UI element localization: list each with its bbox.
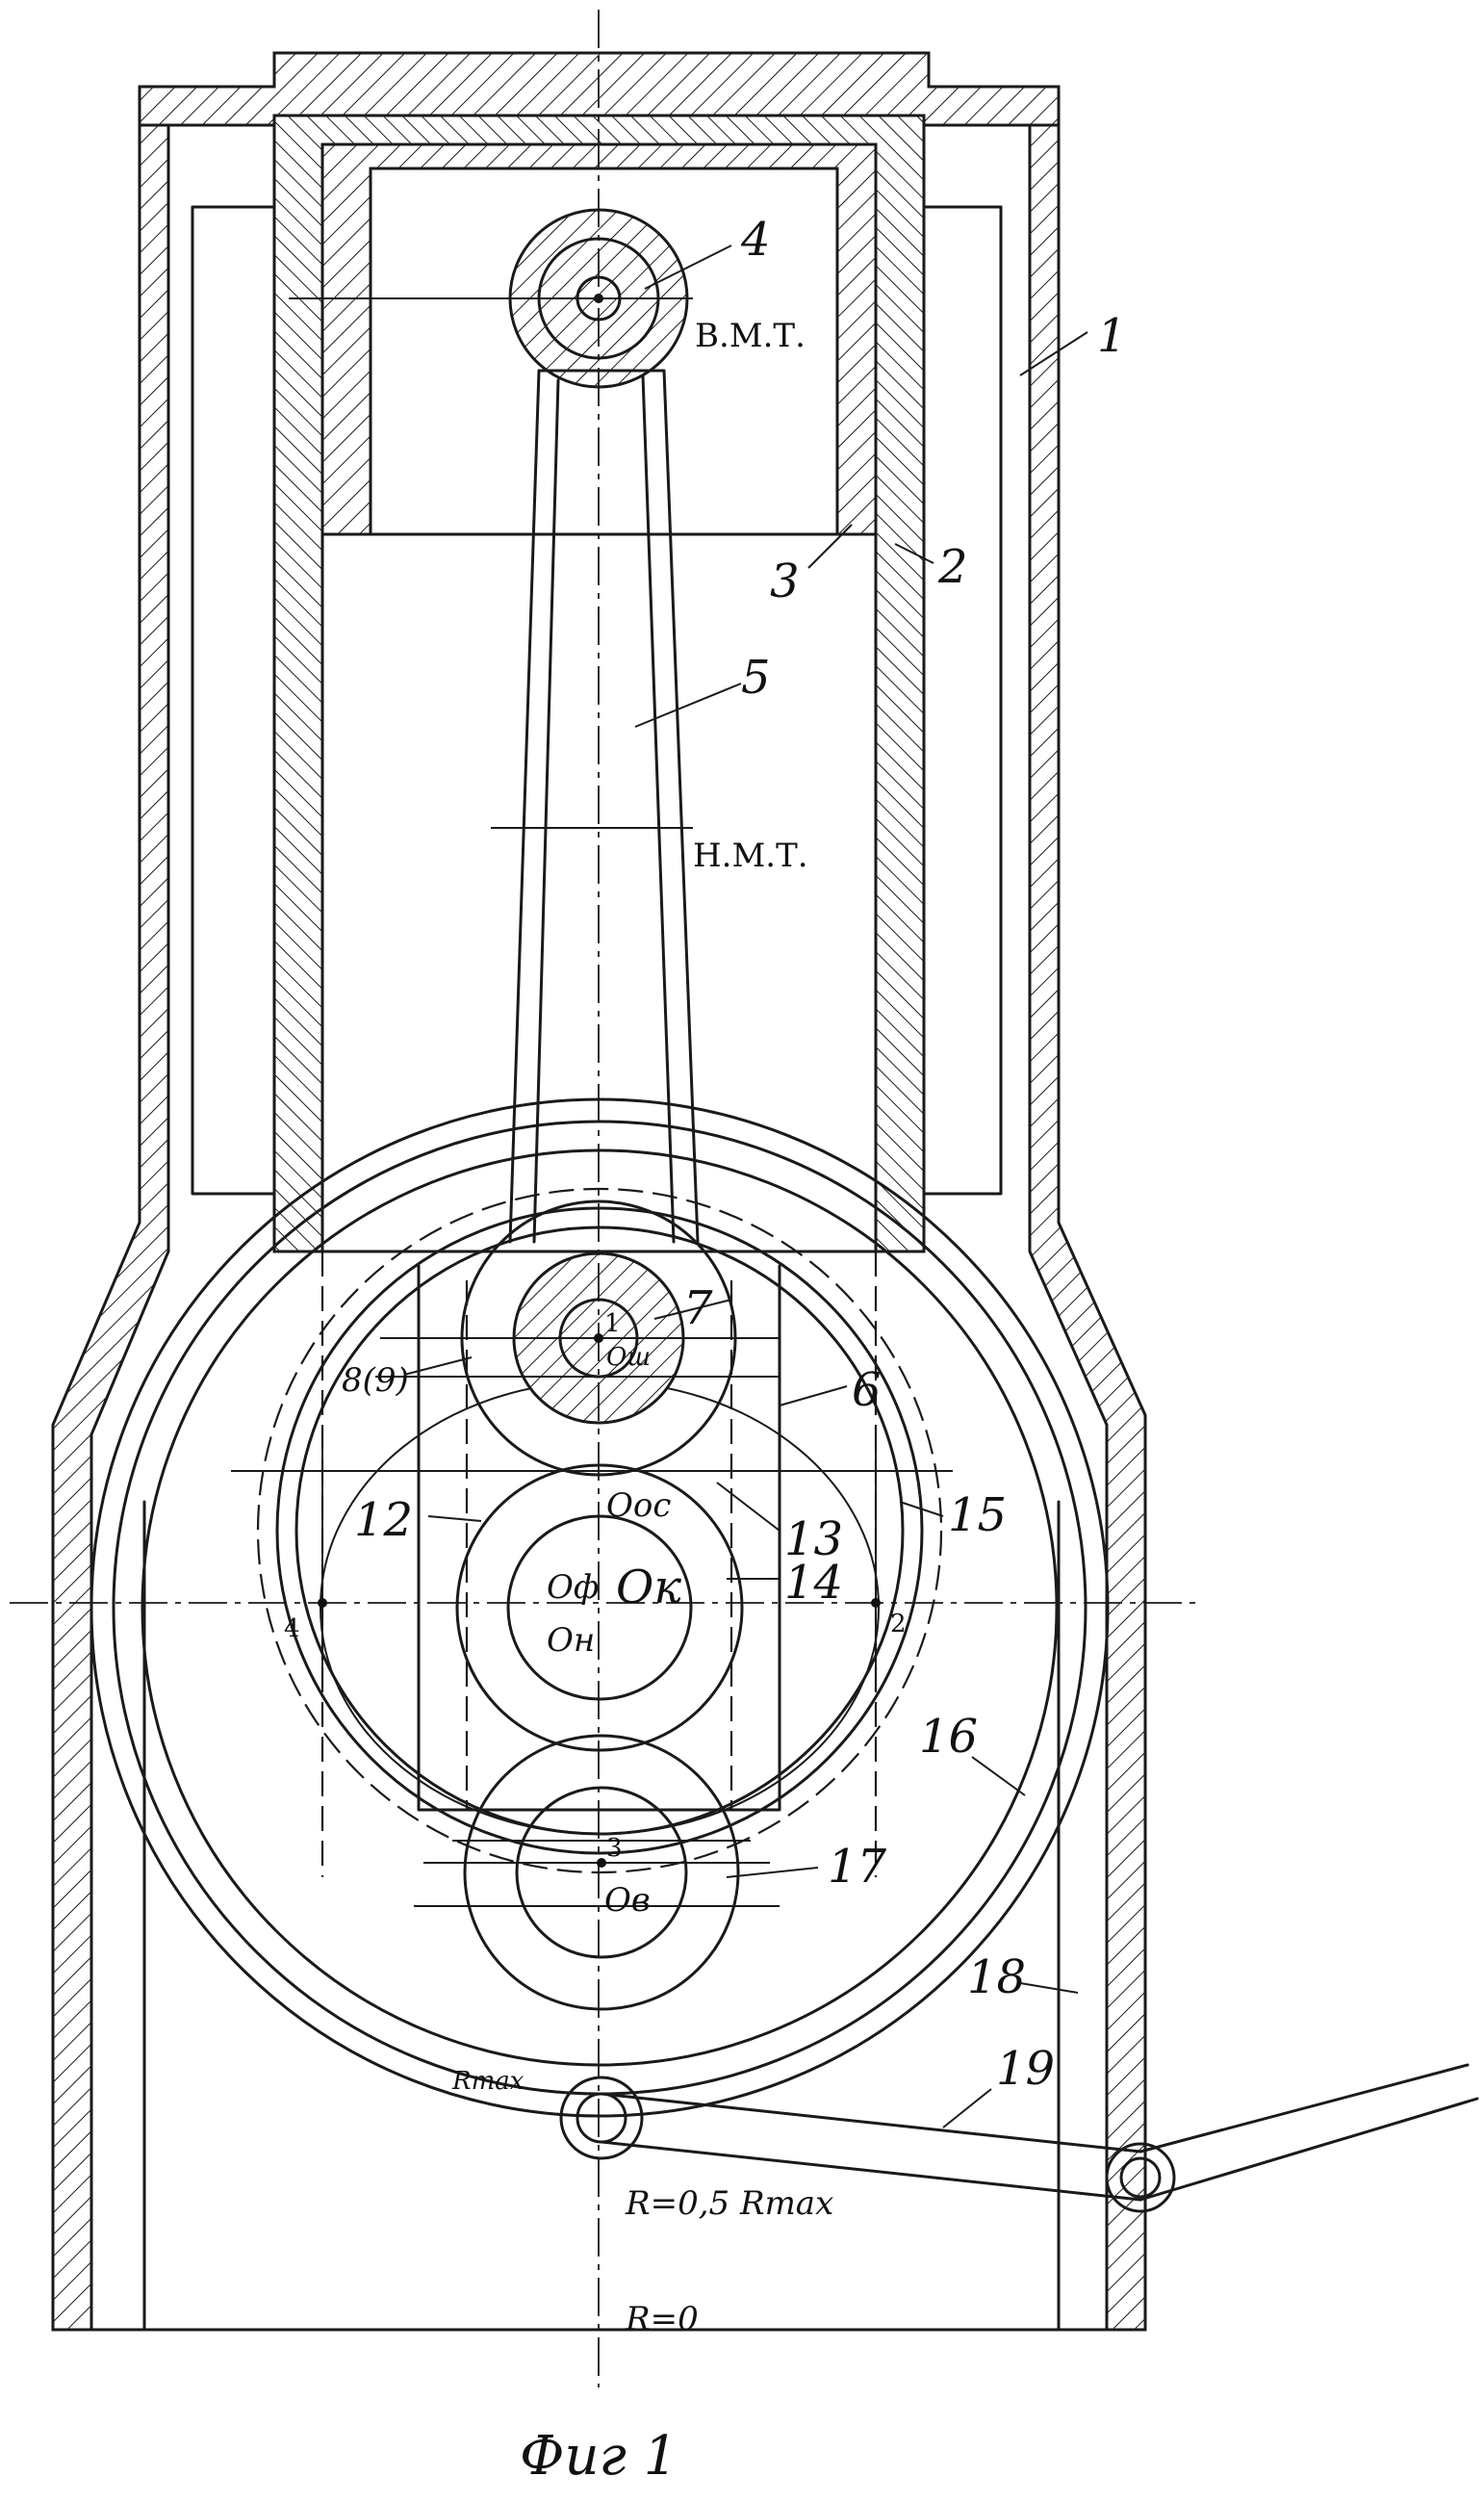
gear-17-inner	[515, 1786, 688, 1959]
housing	[51, 51, 1147, 2332]
label-part8-9: 8(9)	[342, 1361, 409, 1400]
label-part13: 13	[784, 1512, 843, 1566]
label-part1: 1	[1097, 309, 1127, 363]
label-center-osh: Oш	[606, 1343, 651, 1372]
point-1-marker	[594, 1333, 603, 1343]
gear-14-inner	[506, 1514, 693, 1701]
label-tdc: В.М.Т.	[695, 317, 806, 355]
lever-joint	[1105, 2142, 1176, 2213]
lever-pivot	[559, 2076, 644, 2160]
label-part16: 16	[919, 1710, 978, 1764]
ring-dashed	[256, 1187, 943, 1874]
housing-left-wall	[51, 123, 170, 2332]
ring-15-outer	[275, 1206, 924, 1855]
figure-caption: Фиг 1	[520, 2425, 678, 2488]
label-part7: 7	[683, 1281, 713, 1335]
point-3-marker	[597, 1858, 606, 1868]
label-center-ok: Oк	[616, 1561, 681, 1614]
label-part6: 6	[852, 1363, 882, 1417]
label-part18: 18	[967, 1950, 1026, 2004]
label-part19: 19	[996, 2042, 1055, 2096]
label-part14: 14	[784, 1556, 843, 1610]
label-r-zero: R=0	[625, 2300, 699, 2338]
label-center-ov: Oв	[604, 1881, 651, 1920]
label-part4: 4	[740, 213, 771, 267]
gear-17-outer	[463, 1734, 740, 2011]
label-point4: 4	[284, 1614, 300, 1643]
label-part3: 3	[770, 555, 800, 608]
label-part2: 2	[937, 540, 968, 594]
label-bdc: Н.М.Т.	[693, 837, 808, 875]
label-center-ooc: Ooc	[606, 1486, 671, 1525]
point-2-marker	[871, 1598, 881, 1608]
label-point1: 1	[604, 1309, 621, 1338]
label-point2: 2	[890, 1610, 907, 1638]
connecting-rod	[508, 369, 700, 1244]
ring-16	[141, 1148, 1059, 2067]
housing-right-wall	[1028, 123, 1147, 2332]
lever-19	[559, 2063, 1479, 2213]
label-part17: 17	[828, 1840, 887, 1894]
ring-18-outer	[90, 1097, 1110, 2118]
label-part15: 15	[948, 1488, 1007, 1542]
label-rmax: Rmax	[451, 2067, 525, 2096]
leader-lines	[403, 245, 1088, 2128]
label-part12: 12	[354, 1493, 413, 1547]
label-part5: 5	[741, 651, 771, 705]
label-center-of: Oф	[547, 1568, 600, 1607]
gear-14-outer	[455, 1463, 744, 1752]
label-r-half: R=0,5 Rmax	[625, 2184, 833, 2223]
label-center-on: Oн	[547, 1621, 595, 1660]
point-4-marker	[318, 1598, 327, 1608]
label-point3: 3	[606, 1834, 623, 1863]
